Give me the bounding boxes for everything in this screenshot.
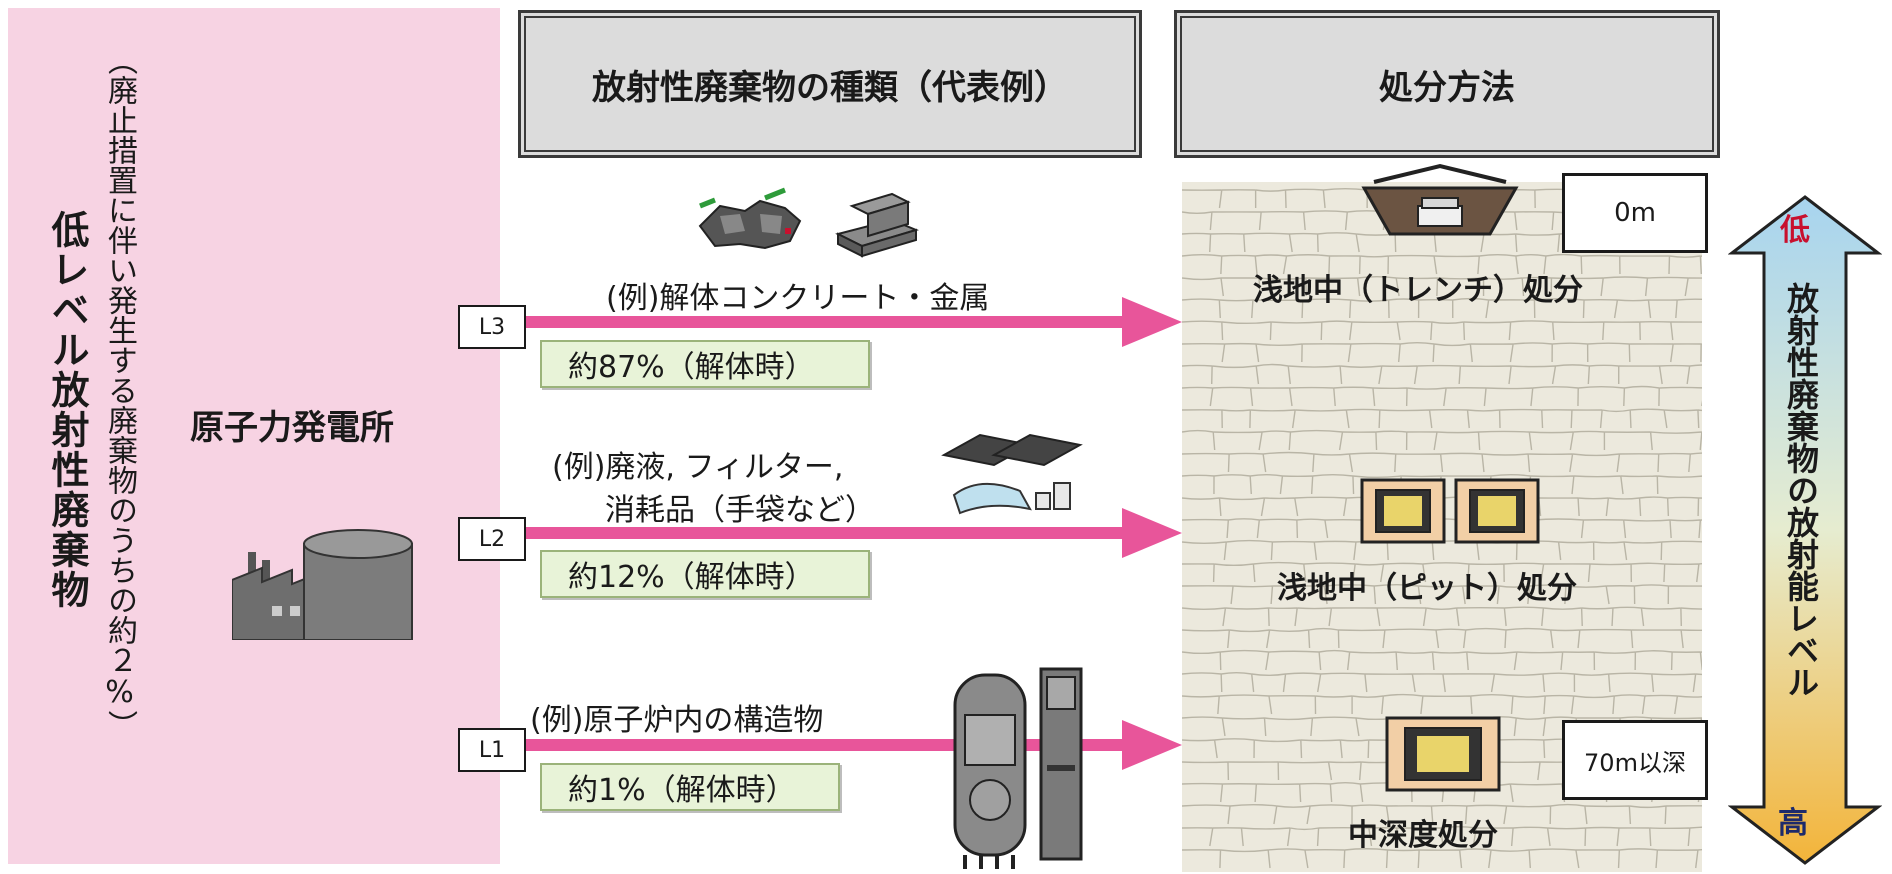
scale-label: 放射性廃棄物の放射能レベル <box>1782 282 1820 698</box>
example-l3: (例)解体コンクリート・金属 <box>606 281 990 316</box>
example-l1: (例)原子炉内の構造物 <box>530 703 824 738</box>
scale-high-label: 高 <box>1778 806 1808 841</box>
radioactivity-scale-arrow <box>1727 195 1883 869</box>
level-tag-l2-text: L2 <box>478 526 506 552</box>
power-plant-icon <box>231 520 422 644</box>
scale-low-label: 低 <box>1780 213 1810 248</box>
percent-l1: 約1%（解体時） <box>568 773 796 808</box>
deep-facility-icon <box>1385 716 1501 796</box>
percent-box-l1: 約1%（解体時） <box>540 763 840 811</box>
waste-subtitle: （廃止措置に伴い発生する廃棄物のうちの約２%） <box>102 45 137 740</box>
header-waste-types-label: 放射性廃棄物の種類（代表例） <box>592 67 1068 108</box>
trench-facility-icon <box>1360 162 1520 246</box>
waste-title: 低レベル放射性廃棄物 <box>45 210 89 610</box>
filters-consumables-icon <box>940 425 1090 529</box>
header-waste-types: 放射性廃棄物の種類（代表例） <box>518 10 1142 158</box>
level-tag-l1-text: L1 <box>478 737 506 763</box>
disposal-deep-label: 中深度処分 <box>1348 818 1498 853</box>
left-panel <box>8 8 500 864</box>
example-l2-line1: (例)廃液, フィルター, <box>552 450 844 485</box>
depth-label-70m: 70m以深 <box>1562 720 1708 800</box>
level-tag-l3: L3 <box>458 305 526 349</box>
pit-facility-icon <box>1360 478 1540 548</box>
percent-l2: 約12%（解体時） <box>568 560 815 595</box>
disposal-pit-label: 浅地中（ピット）処分 <box>1277 571 1577 606</box>
concrete-rubble-icon <box>690 186 820 260</box>
disposal-trench-label: 浅地中（トレンチ）処分 <box>1253 273 1583 308</box>
depth-label-0m: 0m <box>1562 173 1708 253</box>
percent-box-l2: 約12%（解体時） <box>540 550 870 598</box>
level-tag-l3-text: L3 <box>478 314 506 340</box>
level-tag-l2: L2 <box>458 517 526 561</box>
depth-label-0m-text: 0m <box>1614 198 1656 228</box>
depth-label-70m-text: 70m以深 <box>1584 748 1686 777</box>
percent-box-l3: 約87%（解体時） <box>540 340 870 388</box>
metal-beams-icon <box>832 184 922 268</box>
plant-label: 原子力発電所 <box>190 408 394 448</box>
percent-l3: 約87%（解体時） <box>568 350 815 385</box>
arrow-l3 <box>522 287 1182 361</box>
level-tag-l1: L1 <box>458 728 526 772</box>
header-disposal-method: 処分方法 <box>1174 10 1720 158</box>
arrow-l2 <box>522 498 1182 572</box>
header-disposal-method-label: 処分方法 <box>1379 67 1515 108</box>
reactor-structure-icon <box>935 655 1095 874</box>
example-l2-line2: 消耗品（手袋など） <box>605 493 875 528</box>
